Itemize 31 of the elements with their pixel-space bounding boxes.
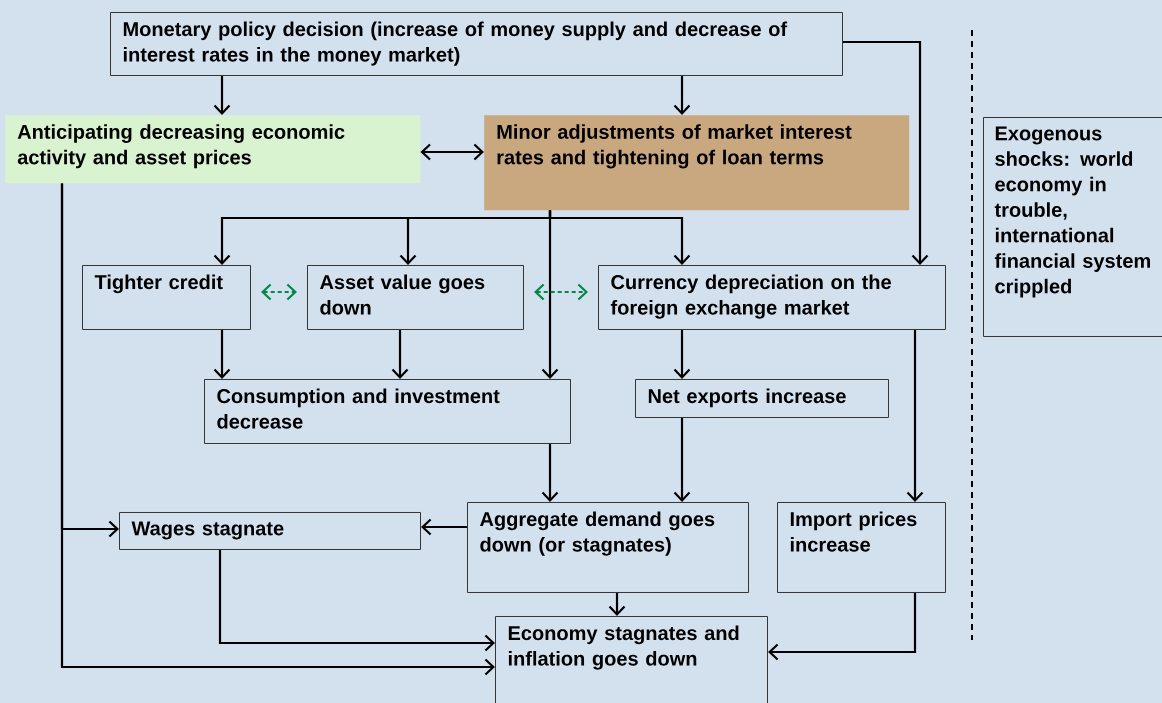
highlight-box: Minor adjustments of market interest rates and tightening of loan terms [484,115,910,211]
arrow [843,40,929,265]
note-box: Exogenous shocks: world economy in trouble, international financial system crippled [983,117,1162,337]
process-box: Asset value goes down [307,265,524,330]
process-box: Tighter credit [82,265,251,330]
arrow [213,330,231,379]
arrow [541,444,559,502]
process-box: Wages stagnate [119,512,421,550]
highlight-box: Anticipating decreasing economic activity and asset prices [5,115,421,184]
process-box: Currency depreciation on the foreign exchange market [598,265,946,330]
process-box: Economy stagnates and inflation goes down [495,616,768,703]
arrow [261,283,297,301]
arrow [213,76,231,115]
arrow [60,183,495,676]
arrow [541,210,559,379]
arrow [534,283,588,301]
arrow [673,76,691,115]
process-box: Consumption and investment decrease [204,379,571,444]
arrow [608,593,626,616]
arrow [673,418,691,502]
process-box: Aggregate demand goes down (or stagnates) [467,502,749,593]
arrow [218,550,495,652]
arrow [673,330,691,379]
arrow [906,330,924,502]
process-box: Net exports increase [635,379,889,418]
arrow [391,330,409,379]
process-box: Monetary policy decision (increase of money supply and decrease of interest rates in the money market) [110,12,843,76]
arrow [420,143,484,161]
arrow [421,518,467,536]
arrow [768,593,917,661]
process-box: Import prices increase [777,502,946,593]
